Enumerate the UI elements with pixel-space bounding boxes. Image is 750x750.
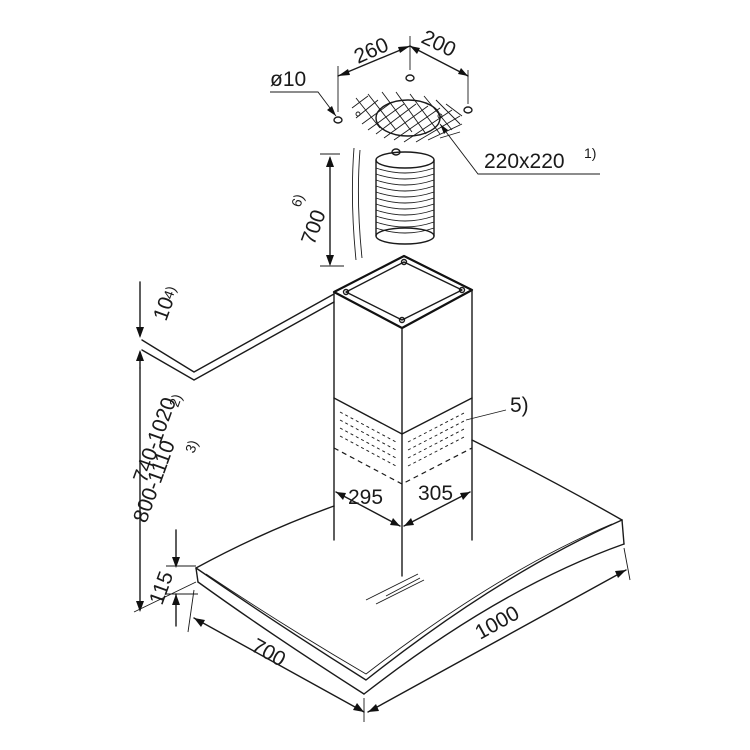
ceiling-gap-dim: [136, 281, 144, 369]
mount-depth-label: 200: [418, 26, 460, 62]
hole-diameter-label: ø10: [270, 68, 306, 91]
callout-5-leader: [465, 409, 507, 421]
duct-opening-note: 1): [584, 145, 596, 161]
height-range-dim: [133, 367, 197, 613]
ceiling-gap-note: 4): [160, 284, 179, 301]
height-range-a-note: 2): [166, 392, 185, 409]
duct-length-note: 6): [288, 192, 307, 209]
mount-dimension-lines: [337, 36, 469, 112]
duct-opening-label: 220x220: [484, 150, 565, 173]
ceiling-line-upper: [141, 293, 335, 373]
canopy: [195, 439, 625, 695]
opening-leader: [439, 123, 600, 175]
chimney-callout-label: 5): [510, 394, 529, 417]
hood-width-dim: [367, 547, 631, 713]
chimney-left-label: 295: [348, 486, 383, 509]
canopy-height-dim: [166, 529, 198, 627]
duct-length-dim: [320, 153, 344, 267]
height-range-b-note: 3): [182, 438, 201, 455]
hole-leader: [270, 91, 337, 117]
chimney-right-label: 305: [418, 482, 453, 505]
chimney-width-dims: [335, 491, 471, 527]
hood-width-label: 1000: [471, 602, 523, 645]
duct-length-label: 700: [297, 207, 331, 248]
ceiling-line-lower: [141, 301, 335, 381]
mount-width-label: 260: [351, 33, 392, 68]
chimney-body: [332, 254, 474, 577]
mounting-holes: [333, 74, 473, 156]
hood-depth-label: 700: [248, 634, 290, 671]
flexible-duct: [351, 147, 435, 261]
hood-depth-dim: [187, 589, 365, 722]
